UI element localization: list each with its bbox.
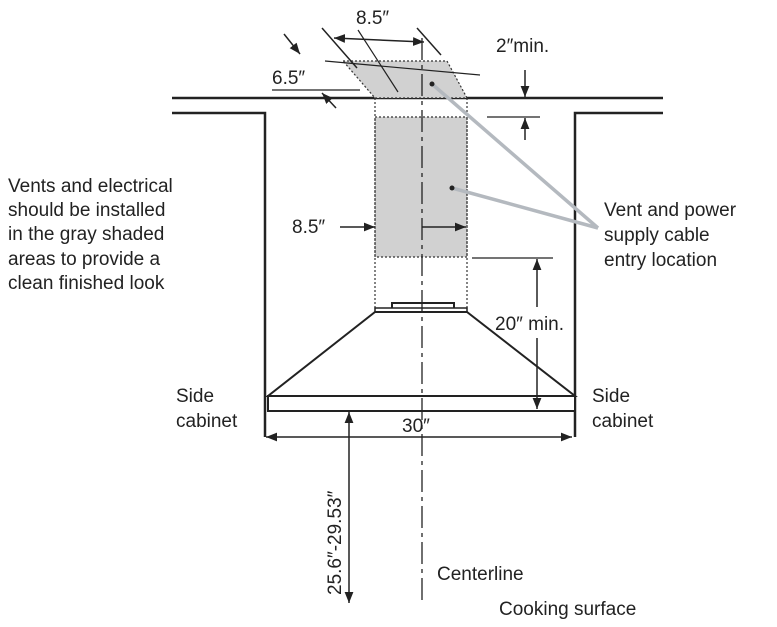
vent-entry-line-1: Vent and power — [604, 200, 737, 221]
top-depth-arrow-upper — [283, 33, 301, 55]
cooking-surface-label: Cooking surface — [499, 599, 636, 620]
note-line-5: clean finished look — [8, 273, 165, 294]
vent-entry-line-2: supply cable — [604, 225, 710, 246]
ceiling-min-label: 2″min. — [496, 36, 549, 57]
vent-entry-label: Vent and power supply cable entry locati… — [604, 200, 741, 271]
top-depth-label: 6.5″ — [272, 68, 305, 89]
left-side-cabinet — [172, 111, 267, 437]
vent-entry-line-3: entry location — [604, 250, 717, 271]
centerline-label: Centerline — [437, 564, 524, 585]
installation-note: Vents and electrical should be installed… — [8, 176, 178, 294]
note-line-2: should be installed — [8, 200, 165, 221]
vent-pointer-ceiling — [430, 82, 600, 230]
hood-clearance-label: 20″ min. — [495, 314, 564, 335]
side-cabinet-right-label: Side cabinet — [592, 386, 654, 432]
note-line-1: Vents and electrical — [8, 176, 173, 197]
note-line-3: in the gray shaded — [8, 224, 164, 245]
duct-width-label: 8.5″ — [292, 217, 325, 238]
top-width-dimension — [333, 34, 425, 46]
ceiling-entry-area — [341, 60, 469, 99]
top-width-label: 8.5″ — [356, 8, 389, 29]
top-depth-arrow-lower — [321, 92, 337, 109]
mount-height-label: 25.6″-29.53″ — [325, 490, 346, 595]
right-side-cabinet — [573, 111, 663, 437]
vent-pointer-wall — [451, 186, 599, 230]
note-line-4: areas to provide a — [8, 249, 161, 270]
hood-width-label: 30″ — [402, 416, 430, 437]
side-cabinet-left-label: Side cabinet — [176, 386, 238, 432]
